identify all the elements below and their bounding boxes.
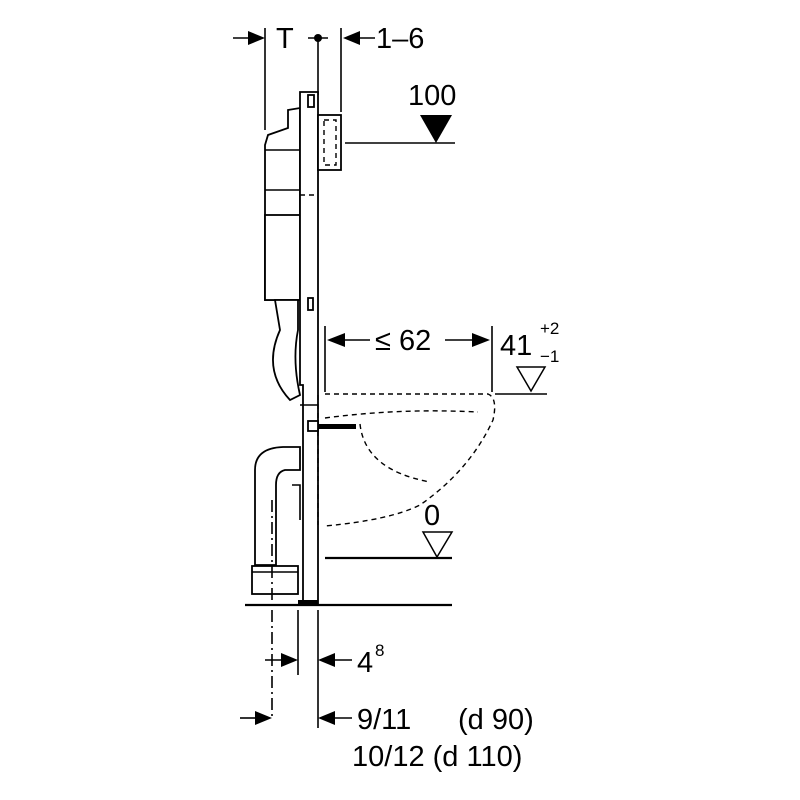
pipe-offset-2-label: 10/12 (d 110): [352, 741, 522, 773]
wc-bowl-outline: [324, 393, 496, 527]
installation-frame: [264, 91, 342, 606]
fixing-bolt: [307, 420, 356, 432]
top-dimension: T 1–6: [233, 23, 424, 130]
flush-plate: [317, 114, 342, 171]
frame-offset-sup: 8: [375, 641, 384, 660]
seat-height-label: 41: [500, 330, 532, 362]
seat-height-marker: 41 +2 −1: [495, 319, 559, 395]
arrow-right-icon: [248, 31, 265, 45]
actuator-height-label: 100: [408, 80, 456, 112]
depth-label: T: [276, 23, 294, 55]
actuator-height-marker: 100: [345, 80, 456, 144]
drain-pipe: [251, 446, 301, 720]
bottom-dimensions: 4 8 9/11 (d 90) 10/12 (d 110): [240, 610, 534, 773]
floor-level-label: 0: [424, 500, 440, 532]
arrow-left-icon: [343, 31, 360, 45]
floor-level-marker: 0: [245, 500, 454, 607]
level-triangle-icon: [515, 366, 547, 393]
tolerance-minus: −1: [540, 347, 559, 366]
frame-offset-label: 4: [357, 647, 373, 679]
projection-dimension: ≤ 62: [324, 325, 493, 392]
plate-offset-label: 1–6: [376, 23, 424, 55]
pipe-dia-1-label: (d 90): [458, 704, 534, 736]
pipe-offset-1-label: 9/11: [357, 704, 411, 736]
level-triangle-icon: [421, 531, 454, 559]
tolerance-plus: +2: [540, 319, 559, 338]
level-triangle-filled-icon: [420, 115, 452, 143]
projection-label: ≤ 62: [375, 325, 431, 357]
